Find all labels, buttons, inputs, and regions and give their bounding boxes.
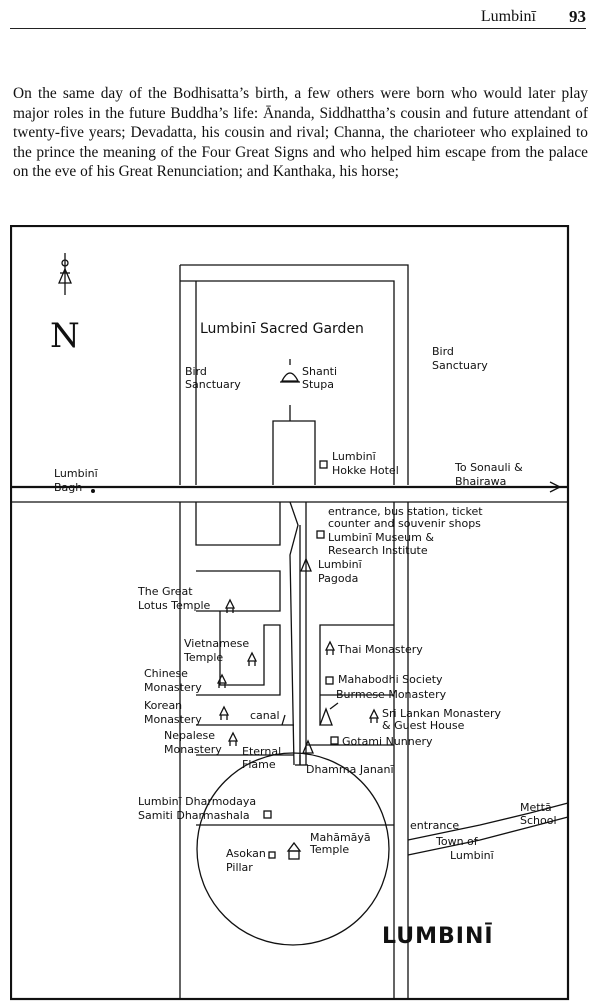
museum-label-2: Research Institute xyxy=(328,544,428,557)
lotus-label-2: Lotus Temple xyxy=(138,599,211,612)
sonauli-label-2: Bhairawa xyxy=(455,475,506,488)
asokan-pillar-icon xyxy=(268,851,276,859)
nepalese-monastery-icon xyxy=(227,731,239,746)
shanti-label: Shanti xyxy=(302,365,337,378)
museum-label: Lumbinī Museum & xyxy=(328,531,434,544)
nepalese-label: Nepalese xyxy=(164,729,215,742)
srilankan-label: Sri Lankan Monastery xyxy=(382,707,502,720)
map-frame xyxy=(9,224,570,1001)
flame-label: Eternal xyxy=(242,745,281,758)
lotus-label: The Great xyxy=(137,585,193,598)
burmese-monastery-icon xyxy=(319,707,333,726)
asokan-label-2: Pillar xyxy=(226,861,253,874)
page-header: Lumbinī 93 xyxy=(10,6,586,29)
nepalese-label-2: Monastery xyxy=(164,743,222,756)
korean-label: Korean xyxy=(144,699,182,712)
metta-label-2: School xyxy=(520,814,557,827)
eternal-flame-icon xyxy=(302,739,314,754)
museum-icon xyxy=(316,530,325,539)
vietnamese-temple-icon xyxy=(246,651,258,666)
chinese-monastery-icon xyxy=(216,673,228,688)
entrance-south-label: entrance xyxy=(410,819,459,832)
running-head: Lumbinī xyxy=(480,8,536,25)
gotami-nunnery-icon xyxy=(330,736,339,745)
dharmodaya-icon xyxy=(263,810,272,819)
mahamaya-label: Mahāmāyā xyxy=(310,831,371,844)
korean-label-2: Monastery xyxy=(144,713,202,726)
mahabodhi-label: Mahabodhi Society xyxy=(338,673,443,686)
chinese-label: Chinese xyxy=(144,667,188,680)
map-svg: N xyxy=(9,224,570,1001)
bird-sanctuary-left-label: Bird xyxy=(185,365,207,378)
entrance-label: entrance, bus station, ticket xyxy=(328,505,483,518)
bagh-dot-icon xyxy=(91,489,95,493)
srilankan-monastery-icon xyxy=(368,708,380,723)
bird-sanctuary-left-label-2: Sanctuary xyxy=(185,378,241,391)
map-title: LUMBINĪ xyxy=(382,923,494,949)
mahamaya-label-2: Temple xyxy=(309,843,349,856)
dharmodaya-label-2: Samiti Dharmashala xyxy=(138,809,250,822)
canal-label: canal xyxy=(250,709,280,722)
vietnamese-label: Vietnamese xyxy=(184,637,249,650)
bird-sanctuary-right-label: Bird xyxy=(432,345,454,358)
town-label-2: Lumbinī xyxy=(450,849,495,862)
page-number: 93 xyxy=(569,7,586,26)
gotami-label: Gotami Nunnery xyxy=(342,735,433,748)
mahabodhi-icon xyxy=(325,676,334,685)
flame-label-2: Flame xyxy=(242,758,276,771)
lotus-temple-icon xyxy=(224,598,236,613)
pagoda-icon xyxy=(300,557,312,572)
north-arrow: N xyxy=(50,253,80,356)
shanti-label-2: Stupa xyxy=(302,378,334,391)
sacred-garden-label: Lumbinī Sacred Garden xyxy=(200,321,364,337)
lumbini-map: N xyxy=(9,224,570,1001)
bird-sanctuary-right-label-2: Sanctuary xyxy=(432,359,488,372)
dharmodaya-label: Lumbinī Dharmodaya xyxy=(138,795,256,808)
pagoda-label: Lumbinī xyxy=(318,558,363,571)
hokke-label-2: Hokke Hotel xyxy=(332,464,399,477)
dhamma-label: Dhamma Jananī xyxy=(306,763,395,776)
thai-label: Thai Monastery xyxy=(337,643,423,656)
mahamaya-temple-icon xyxy=(286,841,302,860)
north-label: N xyxy=(50,316,80,356)
hokke-label: Lumbinī xyxy=(332,450,377,463)
metta-label: Mettā xyxy=(520,801,552,814)
hokke-hotel-icon xyxy=(319,460,328,469)
town-label: Town of xyxy=(435,835,479,848)
pagoda-label-2: Pagoda xyxy=(318,572,358,585)
bagh-label: Lumbinī xyxy=(54,467,99,480)
shanti-stupa-icon xyxy=(280,359,300,383)
body-paragraph: On the same day of the Bodhisatta’s birt… xyxy=(13,85,588,181)
sonauli-label: To Sonauli & xyxy=(454,461,523,474)
korean-monastery-icon xyxy=(218,705,230,720)
asokan-label: Asokan xyxy=(226,847,266,860)
srilankan-label-2: & Guest House xyxy=(382,719,465,732)
bagh-label-2: Bagh xyxy=(54,481,82,494)
burmese-label: Burmese Monastery xyxy=(336,688,447,701)
sacred-circle xyxy=(196,752,390,946)
chinese-label-2: Monastery xyxy=(144,681,202,694)
vietnamese-label-2: Temple xyxy=(183,651,223,664)
thai-monastery-icon xyxy=(324,640,336,655)
entrance-label-2: counter and souvenir shops xyxy=(328,517,481,530)
